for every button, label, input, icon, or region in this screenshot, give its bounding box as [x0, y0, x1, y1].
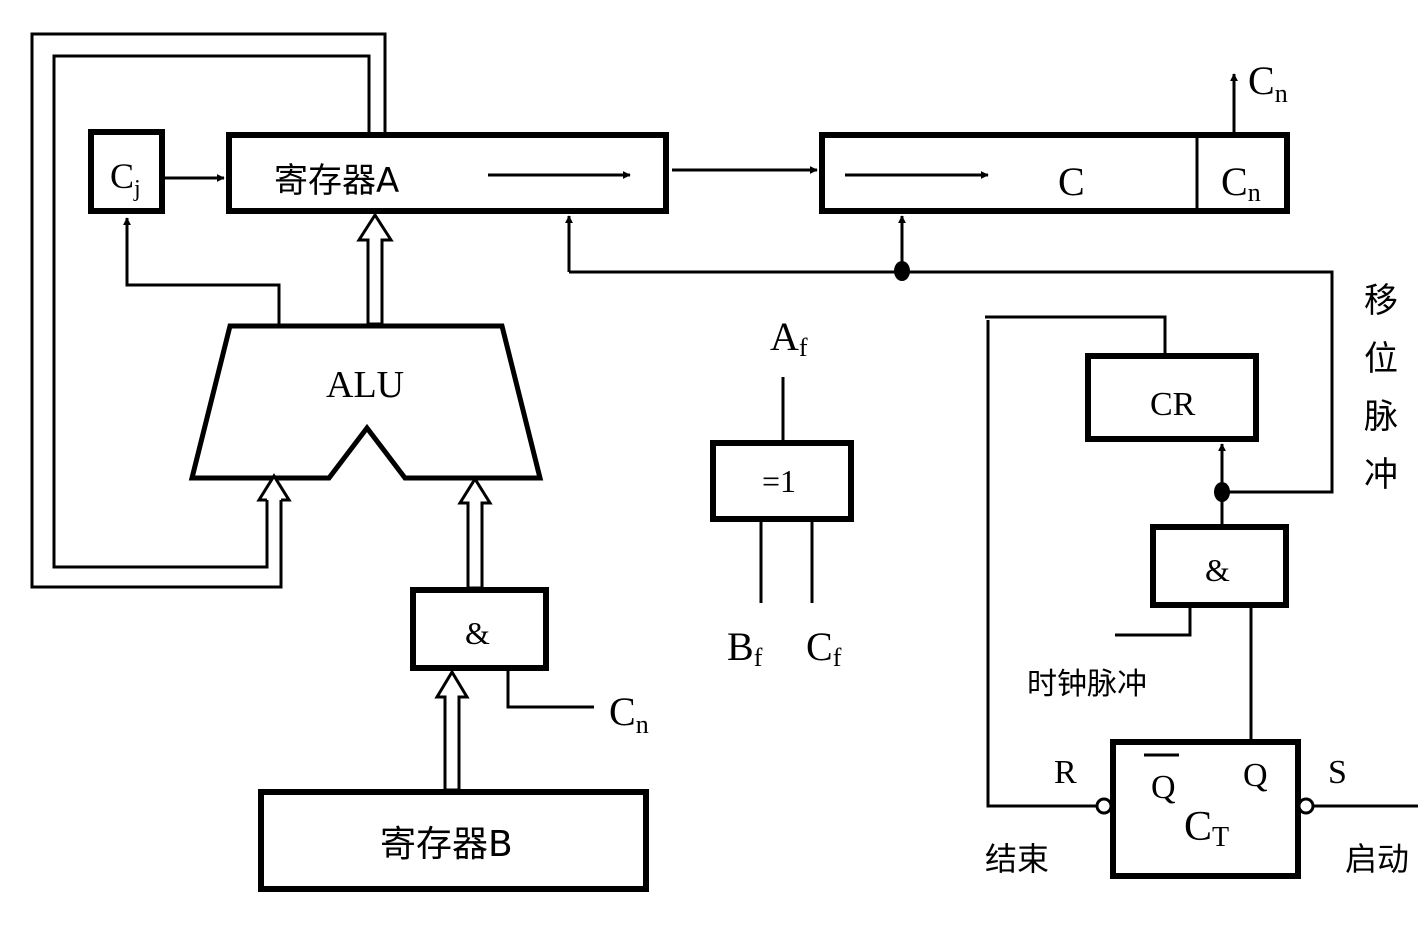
- register-b-label: 寄存器B: [380, 824, 513, 865]
- svg-text:&: &: [1205, 552, 1230, 588]
- alu-right-input-arrow: [457, 476, 493, 590]
- register-c-label: C: [1058, 159, 1085, 204]
- register-a-label: 寄存器A: [274, 161, 399, 201]
- alu-left-input-arrow: [256, 473, 292, 502]
- cn-output-label: Cn: [1248, 58, 1288, 108]
- alu-to-reg-a-bus-arrow: [356, 212, 394, 326]
- xor-gate: =1: [710, 440, 854, 522]
- alu-label: ALU: [326, 364, 404, 406]
- svg-text:移: 移: [1364, 281, 1398, 321]
- s-label: S: [1328, 754, 1347, 791]
- reg-b-to-and-bus-arrow: [434, 669, 470, 792]
- cr-out-wire: [985, 315, 1167, 354]
- cj-label: Cj: [110, 156, 141, 202]
- and-gate-clock: &: [1150, 524, 1289, 608]
- cr-counter: CR: [1085, 353, 1259, 442]
- start-label: 启动: [1345, 840, 1409, 878]
- end-reset-wire: [986, 320, 1096, 808]
- and-gate-b: &: [410, 587, 549, 671]
- ct-label: CT: [1184, 804, 1229, 853]
- svg-text:位: 位: [1364, 339, 1398, 379]
- shift-pulse-label: 移 位 脉 冲: [1364, 281, 1398, 495]
- svg-text:脉: 脉: [1364, 397, 1398, 437]
- end-label: 结束: [985, 840, 1049, 878]
- bf-label: Bf: [727, 624, 763, 672]
- qbar-label: Q: [1151, 769, 1176, 806]
- cn-control-wire: [506, 670, 594, 709]
- q-label: Q: [1243, 757, 1268, 794]
- cf-label: Cf: [806, 624, 842, 672]
- r-inverter-bubble: [1095, 797, 1113, 815]
- register-a: 寄存器A: [226, 132, 669, 214]
- cn-input-label: Cn: [609, 689, 649, 739]
- svg-text:CR: CR: [1150, 386, 1196, 423]
- r-label: R: [1054, 754, 1077, 791]
- svg-text:=1: =1: [762, 463, 796, 499]
- junction-dot-control: [1214, 482, 1230, 502]
- cj-block: Cj: [88, 129, 165, 214]
- feedback-bus-a-to-alu: [30, 32, 387, 589]
- shift-pulse-bus: [565, 215, 1334, 494]
- junction-dot: [894, 261, 910, 281]
- register-b: 寄存器B: [258, 789, 649, 892]
- alu: ALU: [188, 323, 544, 481]
- svg-text:&: &: [465, 615, 490, 651]
- svg-text:冲: 冲: [1364, 455, 1398, 495]
- ct-flip-flop: Q Q CT: [1110, 739, 1301, 879]
- cn-cell-label: Cn: [1221, 159, 1261, 207]
- af-label: Af: [770, 314, 808, 362]
- register-c: C Cn: [819, 132, 1290, 214]
- alu-carry-to-cj: [123, 217, 281, 324]
- clock-pulse-label: 时钟脉冲: [1027, 667, 1147, 702]
- clock-input-wire: [1115, 607, 1192, 637]
- s-inverter-bubble: [1297, 797, 1315, 815]
